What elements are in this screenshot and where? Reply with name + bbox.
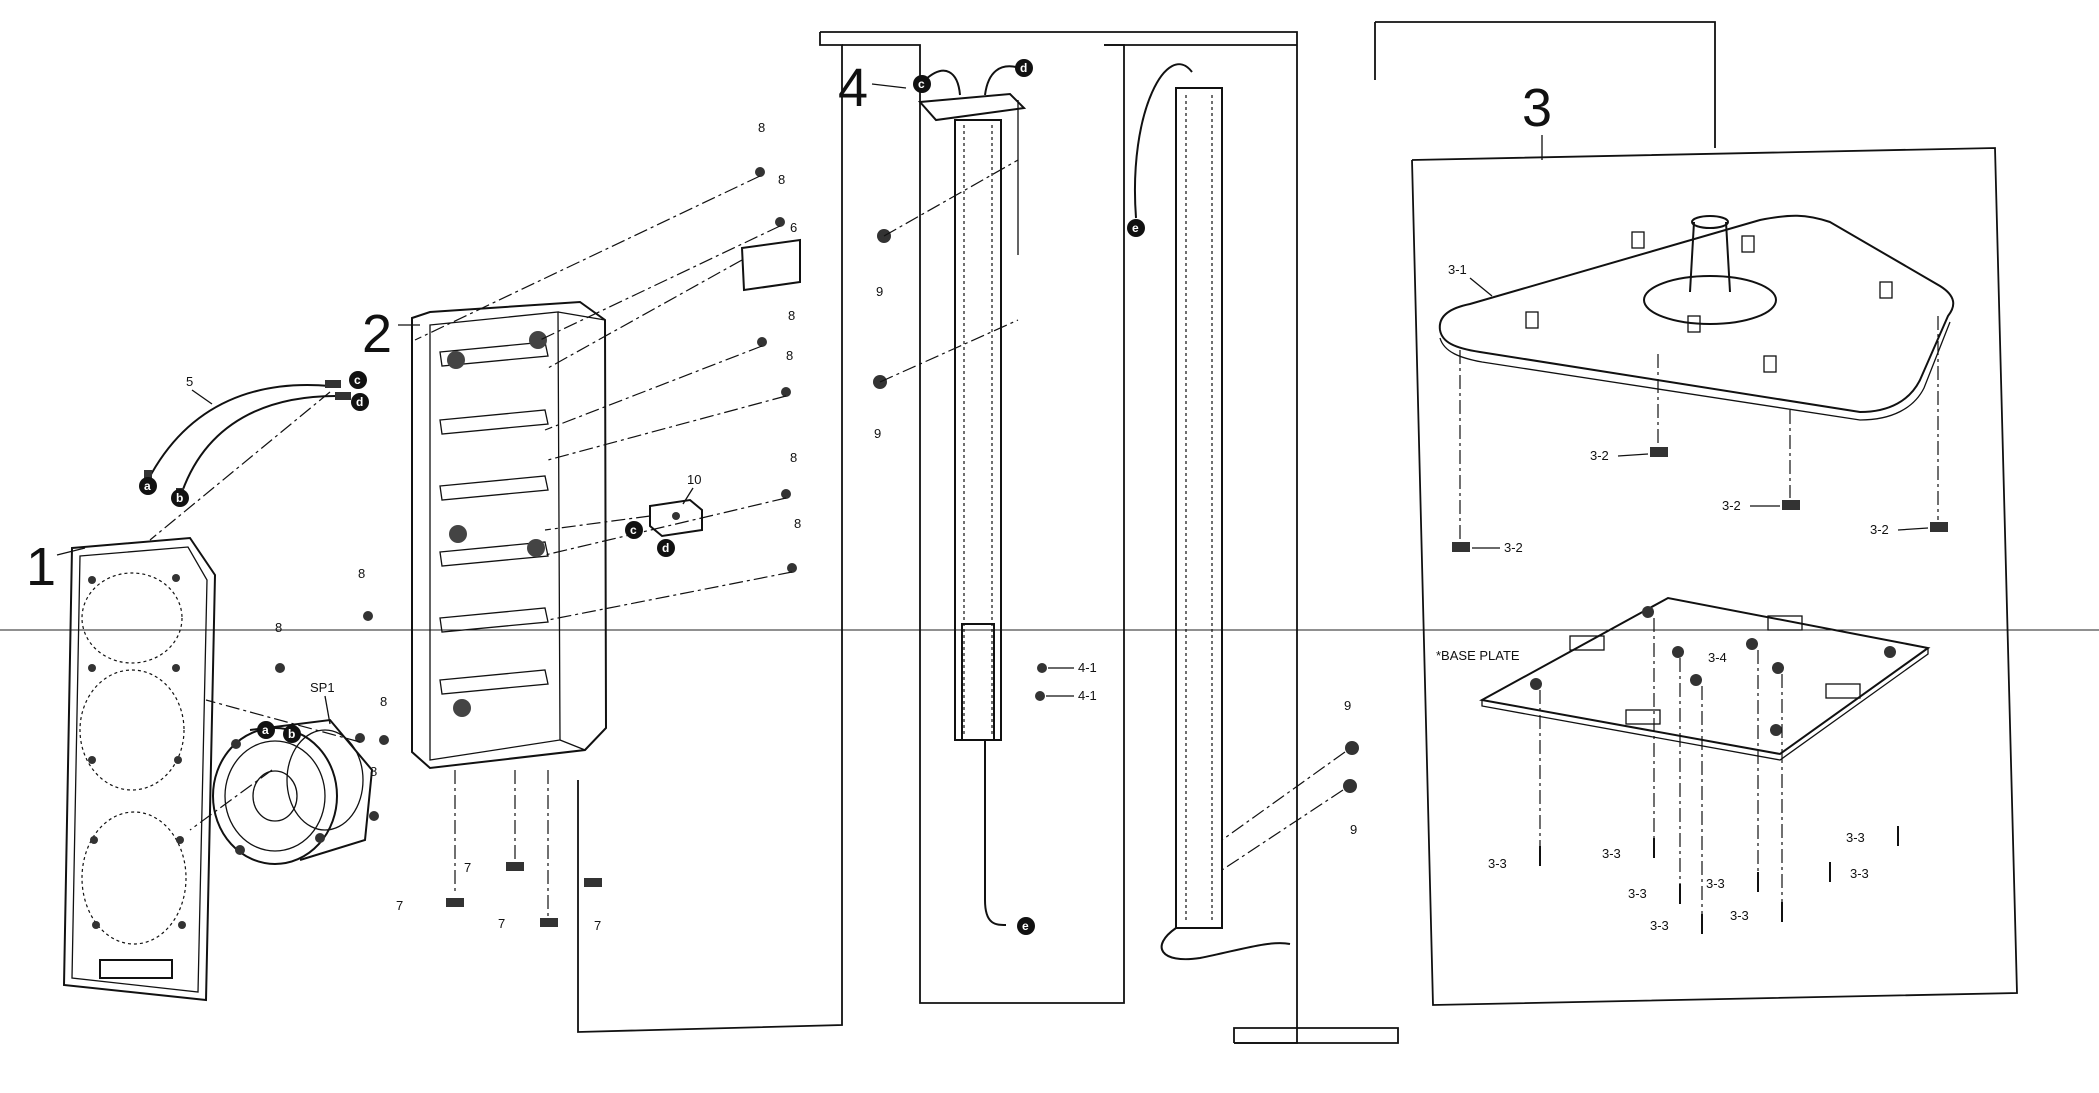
part-label-8-e: 8 bbox=[790, 450, 797, 465]
section-label-1: 1 bbox=[26, 537, 56, 597]
top-plate-part bbox=[1438, 214, 1955, 421]
part-label-8-g: 8 bbox=[358, 566, 365, 581]
part-label-sp1: SP1 bbox=[310, 680, 335, 695]
connector-c-label-3: c bbox=[918, 77, 925, 91]
connector-c-label: c bbox=[354, 373, 361, 387]
section-label-2: 2 bbox=[362, 304, 392, 364]
pads-part-3-2 bbox=[1452, 447, 1948, 552]
connector-e-label-2: e bbox=[1132, 221, 1139, 235]
part-label-3-3-b: 3-3 bbox=[1602, 846, 1621, 861]
part-label-8-b: 8 bbox=[778, 172, 785, 187]
base-plate-part bbox=[1479, 596, 1931, 761]
part-label-8-j: 8 bbox=[370, 764, 377, 779]
base-plate-label: *BASE PLATE bbox=[1436, 648, 1520, 663]
connector-d-badge-3: d bbox=[1015, 59, 1033, 77]
part-label-8-h: 8 bbox=[275, 620, 282, 635]
wire-harness-part bbox=[144, 380, 351, 504]
connector-d-label-3: d bbox=[1020, 61, 1027, 75]
rear-tube-part bbox=[1134, 63, 1291, 961]
part-label-3-3-e: 3-3 bbox=[1706, 876, 1725, 891]
part-label-3-1: 3-1 bbox=[1448, 262, 1467, 277]
connector-e-badge-1: e bbox=[1017, 917, 1035, 935]
part-label-3-2-b: 3-2 bbox=[1722, 498, 1741, 513]
stand-tube-part bbox=[917, 65, 1027, 926]
cabinet-part bbox=[411, 300, 608, 770]
part-label-3-3-d: 3-3 bbox=[1650, 918, 1669, 933]
section-label-3: 3 bbox=[1522, 78, 1552, 138]
connector-e-badge-2: e bbox=[1127, 219, 1145, 237]
front-grille-part bbox=[62, 536, 217, 1002]
screws-part-9-upper bbox=[873, 229, 891, 389]
connector-b-label: b bbox=[176, 491, 183, 505]
feet-part-7 bbox=[446, 862, 602, 927]
part-label-9-a: 9 bbox=[876, 284, 883, 299]
connector-d-label: d bbox=[356, 395, 363, 409]
part-label-3-3-c: 3-3 bbox=[1628, 886, 1647, 901]
speaker-driver-part bbox=[212, 718, 374, 865]
connector-b-badge-2: b bbox=[283, 725, 301, 743]
screws-part-9-lower bbox=[1343, 741, 1359, 793]
connector-d-badge-2: d bbox=[657, 539, 675, 557]
part-label-8-c: 8 bbox=[788, 308, 795, 323]
part-label-8-d: 8 bbox=[786, 348, 793, 363]
part-label-3-3-f: 3-3 bbox=[1730, 908, 1749, 923]
part-label-8-a: 8 bbox=[758, 120, 765, 135]
connector-c-badge-3: c bbox=[913, 75, 931, 93]
screws-part-3-3 bbox=[1539, 826, 1899, 934]
part-label-9-d: 9 bbox=[1350, 822, 1357, 837]
part-label-10: 10 bbox=[687, 472, 701, 487]
part-label-3-3-g: 3-3 bbox=[1850, 866, 1869, 881]
connector-b-label-2: b bbox=[288, 727, 295, 741]
assembly-guide-lines-left bbox=[149, 175, 793, 916]
connector-d-badge-1: d bbox=[351, 393, 369, 411]
part-label-9-b: 9 bbox=[874, 426, 881, 441]
part-label-7-b: 7 bbox=[396, 898, 403, 913]
assembly-frames bbox=[577, 21, 2018, 1044]
part-label-3-2-d: 3-2 bbox=[1504, 540, 1523, 555]
section-label-4: 4 bbox=[838, 58, 868, 118]
connector-c-label-2: c bbox=[630, 523, 637, 537]
part-label-6: 6 bbox=[790, 220, 797, 235]
connector-e-label: e bbox=[1022, 919, 1029, 933]
part-label-7-c: 7 bbox=[498, 916, 505, 931]
part-label-5: 5 bbox=[186, 374, 193, 389]
screws-part-8 bbox=[275, 167, 797, 821]
connector-c-badge-2: c bbox=[625, 521, 643, 539]
part-label-3-2-a: 3-2 bbox=[1590, 448, 1609, 463]
part-label-3-3-a: 3-3 bbox=[1488, 856, 1507, 871]
part-label-4-1-a: 4-1 bbox=[1078, 660, 1097, 675]
part-label-3-3-h: 3-3 bbox=[1846, 830, 1865, 845]
connector-a-badge-2: a bbox=[257, 721, 275, 739]
part-label-7-a: 7 bbox=[464, 860, 471, 875]
connector-a-label: a bbox=[144, 479, 151, 493]
connector-a-badge-1: a bbox=[139, 477, 157, 495]
connector-b-badge-1: b bbox=[171, 489, 189, 507]
connector-c-badge-1: c bbox=[349, 371, 367, 389]
part-label-3-4: 3-4 bbox=[1708, 650, 1727, 665]
part-label-4-1-b: 4-1 bbox=[1078, 688, 1097, 703]
connector-block-part-10 bbox=[649, 498, 703, 538]
connector-a-label-2: a bbox=[262, 723, 269, 737]
screws-part-4-1 bbox=[1035, 663, 1047, 701]
part-label-3-2-c: 3-2 bbox=[1870, 522, 1889, 537]
part-label-7-d: 7 bbox=[594, 918, 601, 933]
part-label-9-c: 9 bbox=[1344, 698, 1351, 713]
connector-d-label-2: d bbox=[662, 541, 669, 555]
part-label-8-f: 8 bbox=[794, 516, 801, 531]
plate-part-6 bbox=[740, 238, 801, 292]
part-label-8-i: 8 bbox=[380, 694, 387, 709]
